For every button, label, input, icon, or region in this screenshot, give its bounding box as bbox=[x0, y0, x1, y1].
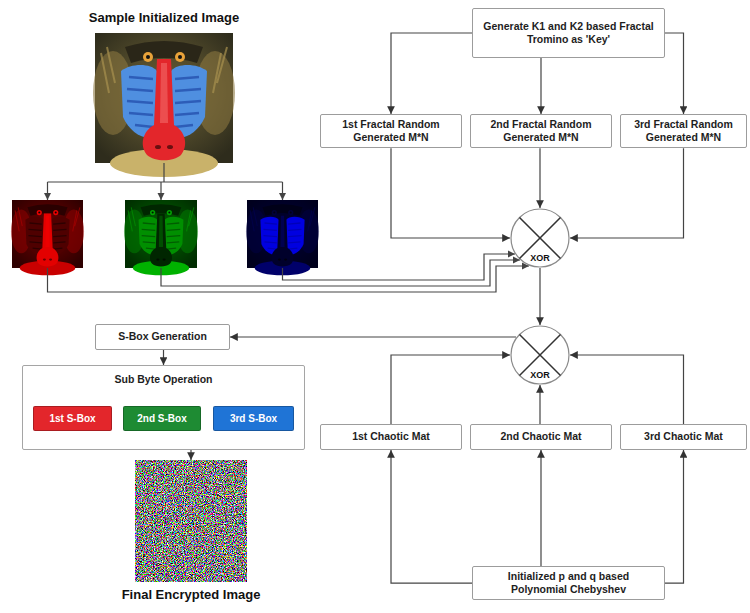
arrow-connector bbox=[539, 148, 540, 208]
process-box: S-Box Generation bbox=[95, 324, 230, 350]
arrow-connector bbox=[665, 33, 684, 114]
arrow-connector bbox=[391, 33, 472, 114]
channel-wire bbox=[48, 266, 530, 292]
blue-channel-image bbox=[246, 200, 319, 275]
red-channel-image bbox=[11, 200, 84, 275]
split-wire bbox=[163, 163, 164, 182]
xor-outline bbox=[511, 326, 569, 384]
operator-label: XOR bbox=[529, 370, 551, 380]
box-label: 1st Chaotic Mat bbox=[352, 430, 430, 443]
process-box: 1st Fractal Random Generated M*N bbox=[320, 114, 462, 148]
process-box: 1st Chaotic Mat bbox=[320, 424, 462, 450]
xor-outline bbox=[511, 209, 569, 267]
arrow-connector bbox=[540, 450, 541, 566]
arrow-connector bbox=[539, 268, 540, 325]
green-channel-image bbox=[124, 200, 198, 275]
split-wire bbox=[48, 181, 283, 182]
process-box: 3rd Fractal Random Generated M*N bbox=[620, 114, 747, 148]
operator-label: XOR bbox=[529, 253, 551, 263]
group-heading: Sub Byte Operation bbox=[23, 366, 304, 385]
sbox-box: 3rd S-Box bbox=[213, 406, 294, 431]
mandrill-photo bbox=[93, 33, 235, 177]
sbox-box: 1st S-Box bbox=[33, 406, 112, 431]
box-label: 2nd Fractal Random Generated M*N bbox=[479, 118, 603, 144]
arrow-connector bbox=[539, 385, 540, 424]
split-wire bbox=[282, 182, 283, 200]
box-label: 3rd Fractal Random Generated M*N bbox=[629, 118, 738, 144]
process-box: 2nd Chaotic Mat bbox=[470, 424, 612, 450]
channel-wire bbox=[283, 254, 516, 280]
arrow-connector bbox=[391, 355, 510, 424]
box-label: 3rd Chaotic Mat bbox=[644, 430, 723, 443]
image-panel: Final Encrypted Image bbox=[135, 460, 247, 582]
arrow-connector bbox=[570, 148, 684, 238]
arrow-connector bbox=[540, 58, 541, 114]
sbox-box: 2nd S-Box bbox=[123, 406, 201, 431]
split-wire bbox=[47, 182, 48, 200]
encrypted-noise-image bbox=[135, 460, 247, 582]
box-label: 1st S-Box bbox=[49, 413, 95, 425]
arrow-connector bbox=[391, 450, 472, 583]
xor-circle: XOR bbox=[510, 208, 570, 268]
channel-wires bbox=[48, 163, 530, 292]
channel-wire bbox=[161, 260, 520, 286]
arrow-connector bbox=[570, 355, 684, 424]
process-box: 2nd Fractal Random Generated M*N bbox=[470, 114, 612, 148]
process-box: Generate K1 and K2 based Fractal Tromino… bbox=[472, 8, 665, 58]
arrow-connector bbox=[163, 350, 164, 365]
box-label: Generate K1 and K2 based Fractal Tromino… bbox=[481, 20, 656, 46]
process-box: 3rd Chaotic Mat bbox=[620, 424, 747, 450]
image-heading: Final Encrypted Image bbox=[122, 587, 261, 602]
arrow-connector bbox=[230, 336, 516, 337]
image-panel: Sample Initialized Image bbox=[95, 33, 233, 163]
group-box: Sub Byte Operation 1st S-Box 2nd S-Box 3rd … bbox=[22, 365, 305, 450]
arrow-connector bbox=[391, 148, 510, 238]
box-label: 2nd Chaotic Mat bbox=[500, 430, 581, 443]
image-heading: Sample Initialized Image bbox=[89, 10, 239, 25]
arrow-connector bbox=[190, 450, 191, 460]
process-box: Initialized p and q based Polynomial Che… bbox=[472, 566, 665, 600]
box-label: 1st Fractal Random Generated M*N bbox=[329, 118, 453, 144]
box-label: 2nd S-Box bbox=[137, 413, 186, 425]
box-label: S-Box Generation bbox=[118, 330, 207, 343]
box-label: Initialized p and q based Polynomial Che… bbox=[481, 570, 656, 596]
split-wire bbox=[160, 182, 161, 200]
arrow-connector bbox=[665, 450, 684, 583]
xor-circle: XOR bbox=[510, 325, 570, 385]
box-label: 3rd S-Box bbox=[230, 413, 277, 425]
